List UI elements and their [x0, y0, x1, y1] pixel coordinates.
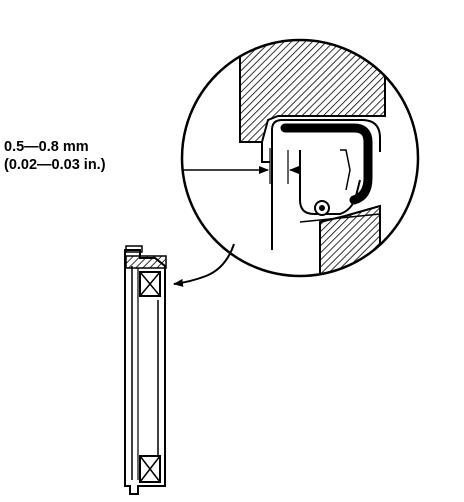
seal-metal-case — [271, 119, 381, 250]
callout-arrow — [173, 243, 235, 287]
dimension-metric-label: 0.5—0.8 mm — [4, 139, 89, 155]
seal-rubber-body — [280, 123, 373, 205]
gap-dimension — [182, 148, 300, 184]
seal-side-view — [124, 245, 167, 495]
garter-spring-core — [319, 205, 325, 211]
dimension-imperial-label: (0.02—0.03 in.) — [4, 157, 106, 173]
seal-top-lip — [125, 255, 167, 269]
detail-circle-outline — [180, 38, 420, 278]
seal-lip-edge — [340, 149, 351, 191]
detail-magnifier — [180, 38, 420, 278]
seal-inner-lip — [299, 150, 361, 215]
housing-shoulder — [261, 142, 270, 163]
